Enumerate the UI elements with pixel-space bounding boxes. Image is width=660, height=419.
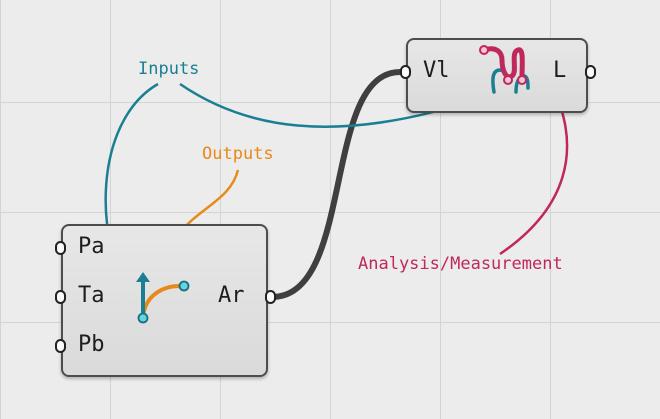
arc-icon [136,272,190,324]
output-label-ar: Ar [218,283,245,308]
wire-ar-to-vl[interactable] [269,69,403,300]
input-label-ta: Ta [78,283,105,308]
input-grip-vl[interactable] [400,65,411,79]
input-label-pa: Pa [78,234,105,259]
length-curve-icon [479,45,530,94]
arc-component-node[interactable] [61,224,268,377]
output-grip-l[interactable] [585,65,596,79]
input-grip-ta[interactable] [55,290,66,304]
inputs-annotation: Inputs [138,59,200,79]
input-grip-pb[interactable] [55,339,66,353]
output-label-l: L [553,58,567,83]
input-grip-pa[interactable] [55,241,66,255]
analysis-annotation: Analysis/Measurement [358,254,563,274]
input-label-vl: Vl [423,58,450,83]
input-label-pb: Pb [78,332,105,357]
outputs-annotation: Outputs [202,144,274,164]
output-grip-ar[interactable] [265,290,276,304]
